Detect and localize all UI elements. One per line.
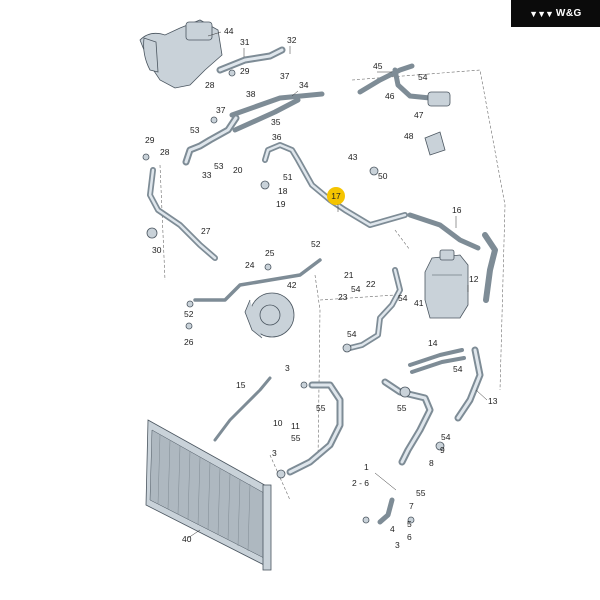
callout-6: 6 bbox=[407, 532, 412, 542]
callout-11: 11 bbox=[291, 421, 300, 431]
callout-29a: 29 bbox=[240, 66, 250, 76]
callout-34: 34 bbox=[299, 80, 309, 90]
callout-54d: 54 bbox=[347, 329, 357, 339]
boundary-lines bbox=[159, 69, 506, 501]
callout-54b: 54 bbox=[351, 284, 361, 294]
brand-logo: ▼▼▼ W&G bbox=[511, 0, 600, 27]
callout-8: 8 bbox=[429, 458, 434, 468]
callout-31: 31 bbox=[240, 37, 250, 47]
callout-1: 1 bbox=[364, 462, 369, 472]
callout-28a: 28 bbox=[205, 80, 215, 90]
callout-25: 25 bbox=[265, 248, 275, 258]
callout-52a: 52 bbox=[311, 239, 321, 249]
callout-28b: 28 bbox=[160, 147, 170, 157]
callout-labels: 44 31 32 29 37 28 38 34 45 54 46 47 48 3… bbox=[145, 26, 498, 550]
water-pump bbox=[244, 292, 295, 339]
auxiliary-pump bbox=[424, 91, 451, 156]
highlight-callout-17: 17 bbox=[327, 187, 345, 205]
callout-55b: 55 bbox=[291, 433, 301, 443]
callout-54f: 54 bbox=[441, 432, 451, 442]
callout-15: 15 bbox=[236, 380, 246, 390]
callout-44: 44 bbox=[224, 26, 234, 36]
callout-3a: 3 bbox=[285, 363, 290, 373]
callout-42: 42 bbox=[287, 280, 297, 290]
callout-43: 43 bbox=[348, 152, 358, 162]
callout-55c: 55 bbox=[397, 403, 407, 413]
callout-54c: 54 bbox=[398, 293, 408, 303]
callout-35: 35 bbox=[271, 117, 281, 127]
callout-17: 17 bbox=[331, 191, 341, 201]
callout-53a: 53 bbox=[190, 125, 200, 135]
callout-53b: 53 bbox=[214, 161, 224, 171]
callout-36: 36 bbox=[272, 132, 282, 142]
radiator bbox=[145, 419, 272, 571]
callout-54e: 54 bbox=[453, 364, 463, 374]
callout-18: 18 bbox=[278, 186, 288, 196]
callout-14: 14 bbox=[428, 338, 438, 348]
callout-10: 10 bbox=[273, 418, 283, 428]
leader-lines bbox=[187, 31, 488, 539]
callout-51: 51 bbox=[283, 172, 293, 182]
callout-26: 26 bbox=[184, 337, 194, 347]
callout-7: 7 bbox=[409, 501, 414, 511]
callout-45: 45 bbox=[373, 61, 383, 71]
callout-2-6: 2 - 6 bbox=[352, 478, 369, 488]
callout-37a: 37 bbox=[280, 71, 290, 81]
callout-37b: 37 bbox=[216, 105, 226, 115]
callout-24: 24 bbox=[245, 260, 255, 270]
callout-55a: 55 bbox=[316, 403, 326, 413]
callout-55d: 55 bbox=[416, 488, 426, 498]
expansion-tank bbox=[424, 249, 469, 319]
callout-20: 20 bbox=[233, 165, 243, 175]
brand-text: W&G bbox=[555, 8, 582, 19]
callout-46: 46 bbox=[385, 91, 395, 101]
callout-48: 48 bbox=[404, 131, 414, 141]
callout-32: 32 bbox=[287, 35, 297, 45]
callout-29b: 29 bbox=[145, 135, 155, 145]
callout-5: 5 bbox=[407, 519, 412, 529]
hoses bbox=[147, 46, 498, 525]
callout-33: 33 bbox=[202, 170, 212, 180]
callout-12: 12 bbox=[469, 274, 479, 284]
callout-16: 16 bbox=[452, 205, 462, 215]
callout-22: 22 bbox=[366, 279, 376, 289]
callout-52b: 52 bbox=[184, 309, 194, 319]
callout-3b: 3 bbox=[272, 448, 277, 458]
callout-13: 13 bbox=[488, 396, 498, 406]
callout-38: 38 bbox=[246, 89, 256, 99]
callout-9: 9 bbox=[440, 445, 445, 455]
callout-19: 19 bbox=[276, 199, 286, 209]
brand-mark-icon: ▼▼▼ bbox=[529, 8, 554, 19]
callout-27: 27 bbox=[201, 226, 211, 236]
callout-50: 50 bbox=[378, 171, 388, 181]
callout-30: 30 bbox=[152, 245, 162, 255]
callout-41: 41 bbox=[414, 298, 424, 308]
callout-54a: 54 bbox=[418, 72, 428, 82]
callout-4: 4 bbox=[390, 524, 395, 534]
callout-21: 21 bbox=[344, 270, 354, 280]
callout-23: 23 bbox=[338, 292, 348, 302]
small-parts bbox=[142, 69, 445, 524]
callout-3c: 3 bbox=[395, 540, 400, 550]
thermostat-housing bbox=[139, 19, 223, 89]
callout-40: 40 bbox=[182, 534, 192, 544]
callout-47: 47 bbox=[414, 110, 424, 120]
